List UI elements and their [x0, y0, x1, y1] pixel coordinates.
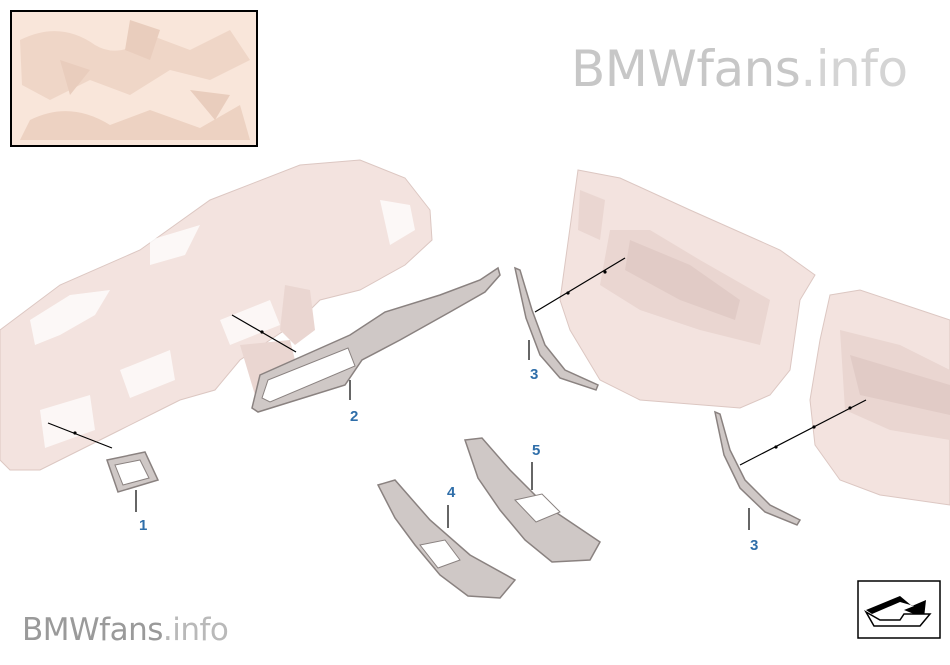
part-5-trim [463, 437, 601, 563]
watermark-bottom: BMWfans.info [22, 612, 229, 648]
watermark-top: BMWfans.info [571, 40, 908, 98]
front-door-context [559, 169, 816, 409]
watermark-brand: BMWfans [571, 40, 801, 98]
callout-4[interactable]: 4 [447, 484, 456, 501]
navigation-arrow-icon[interactable] [857, 580, 941, 639]
leader-lines [47, 257, 867, 530]
rear-door-context [809, 289, 950, 506]
callout-5[interactable]: 5 [532, 442, 541, 459]
callout-1[interactable]: 1 [139, 517, 148, 534]
watermark-tld: .info [800, 40, 908, 98]
callout-3-front[interactable]: 3 [530, 366, 539, 383]
dashboard-context [0, 159, 433, 471]
part-1-trim [106, 451, 160, 493]
callout-3-rear[interactable]: 3 [750, 537, 759, 554]
part-2-trim [251, 266, 501, 413]
watermark-tld: .info [162, 612, 229, 648]
material-swatch-icon [10, 10, 258, 147]
callout-2[interactable]: 2 [350, 408, 359, 425]
part-3-front-trim [513, 266, 599, 391]
part-4-trim [376, 479, 517, 599]
watermark-brand: BMWfans [22, 612, 163, 648]
part-3-rear-trim [713, 410, 802, 526]
leader-dots [73, 270, 852, 449]
